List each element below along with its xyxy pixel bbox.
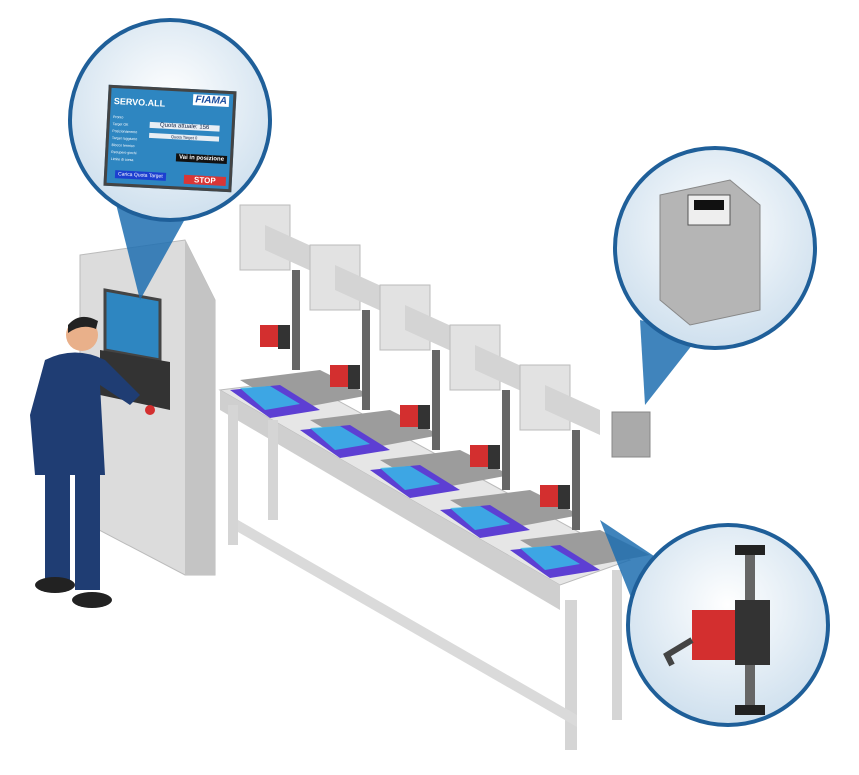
actuator-unit bbox=[663, 545, 770, 715]
load-target-button[interactable]: Carica Quota Target bbox=[114, 170, 166, 181]
status-labels: Pronto Target OK Posizionamento Target r… bbox=[111, 114, 139, 164]
brand-logo: FIAMA bbox=[193, 94, 230, 108]
hmi-title: SERVO.ALL bbox=[113, 96, 166, 109]
status-label: Limite di corsa bbox=[110, 156, 134, 163]
current-position-display: Quota attuale: 156 bbox=[149, 121, 220, 132]
go-to-position-button[interactable]: Vai in posizione bbox=[175, 153, 228, 165]
hmi-screen: SERVO.ALL FIAMA Pronto Target OK Posizio… bbox=[103, 84, 237, 193]
stations bbox=[230, 204, 651, 579]
control-cabinet bbox=[79, 239, 216, 576]
target-position-field[interactable]: Quota Target 0 bbox=[149, 132, 220, 142]
controller-unit bbox=[659, 179, 761, 326]
stop-button[interactable]: STOP bbox=[183, 174, 227, 186]
operator bbox=[30, 316, 140, 608]
